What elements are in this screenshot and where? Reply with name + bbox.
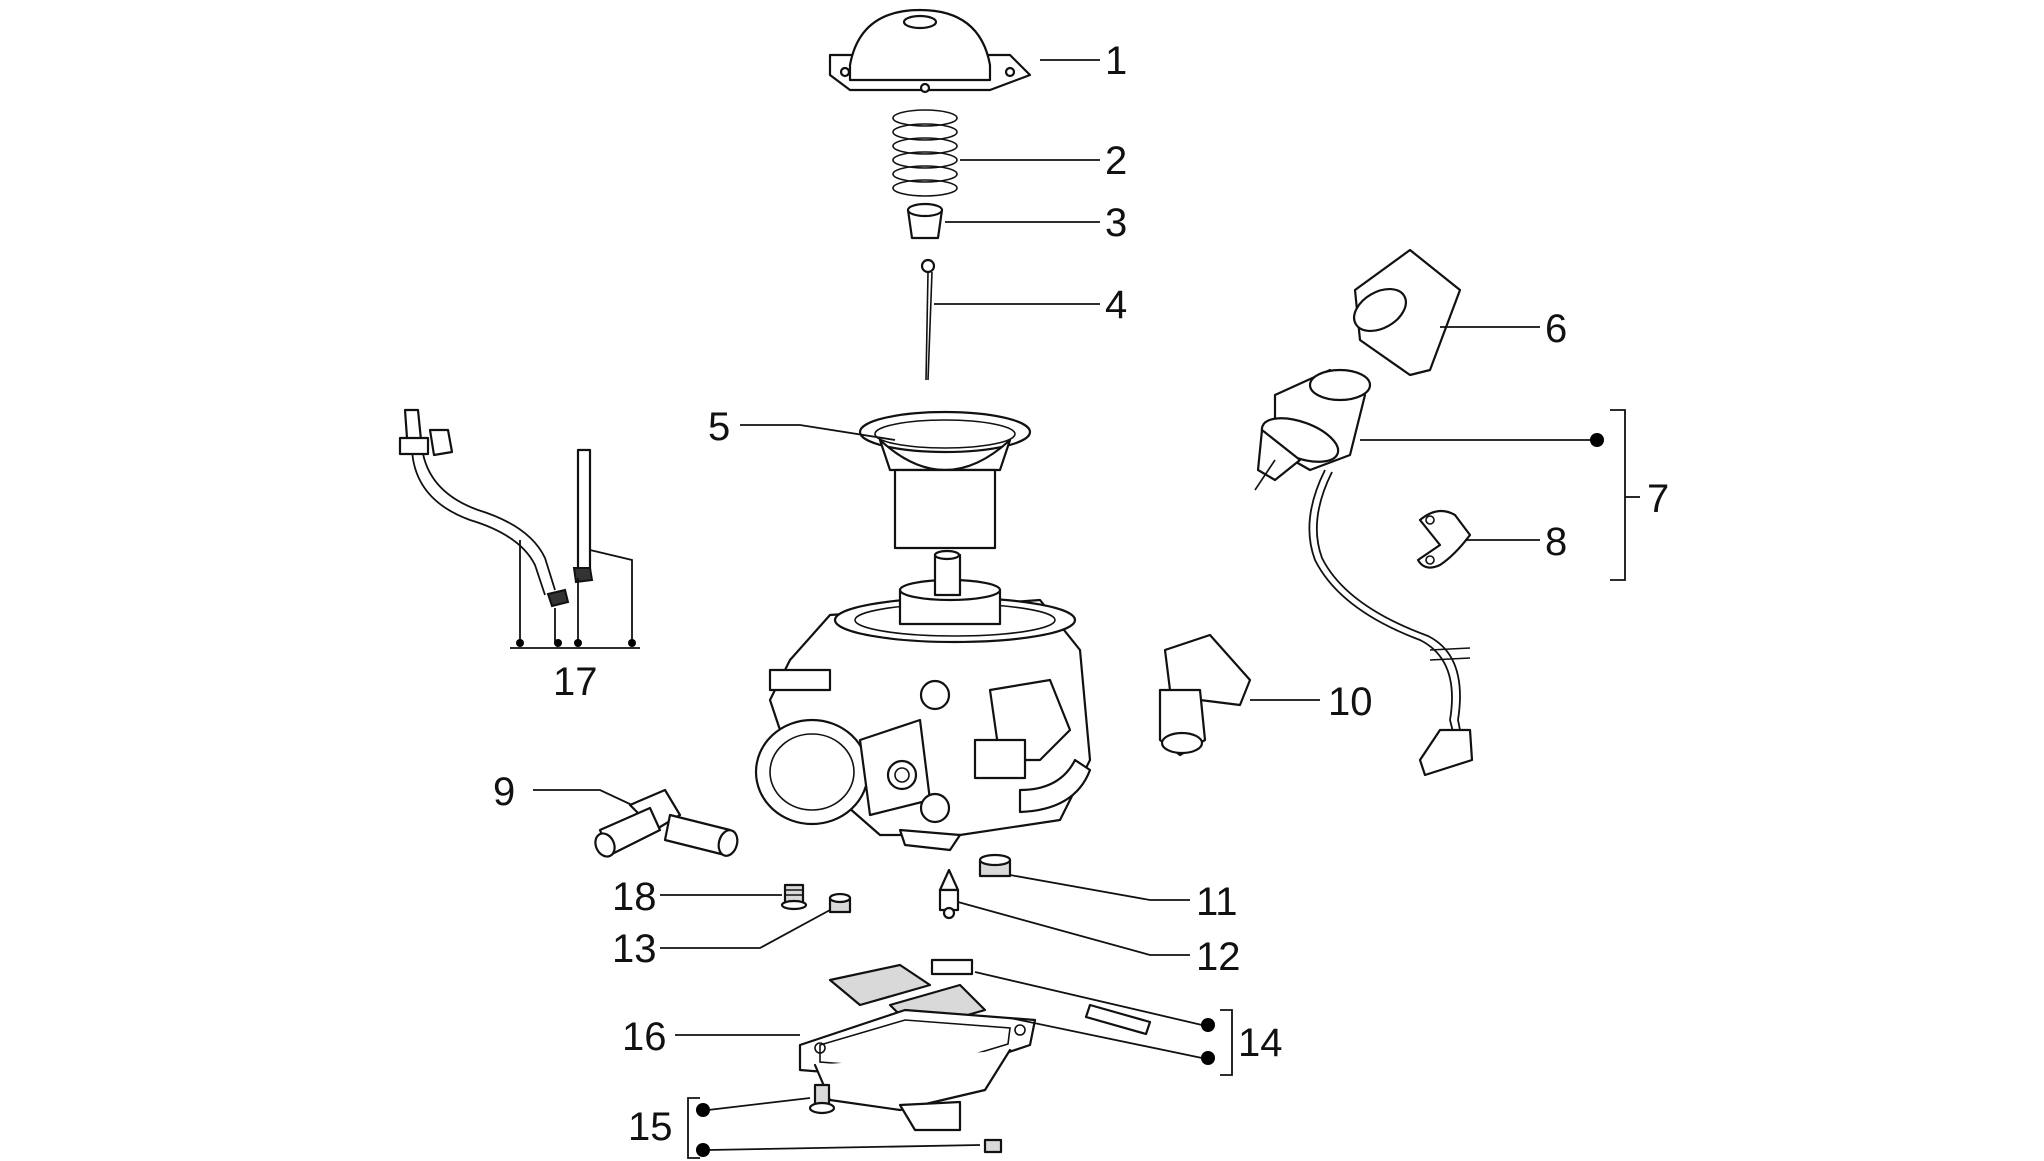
callout-2: 2 xyxy=(1105,139,1127,183)
callout-18: 18 xyxy=(612,875,657,919)
part-12-float-needle xyxy=(938,868,960,920)
callout-6: 6 xyxy=(1545,307,1567,351)
callout-labels: 1 2 3 4 5 6 7 8 9 10 11 12 13 14 15 16 1… xyxy=(493,39,1669,1149)
part-18-screw xyxy=(780,883,808,911)
callout-9: 9 xyxy=(493,770,515,814)
callout-15: 15 xyxy=(628,1105,673,1149)
part-17-hoses xyxy=(398,408,594,608)
part-15-screws xyxy=(808,1083,1003,1154)
callout-11: 11 xyxy=(1196,880,1238,924)
callout-3: 3 xyxy=(1105,201,1127,245)
callout-17: 17 xyxy=(553,660,598,704)
callout-5: 5 xyxy=(708,405,730,449)
callout-1: 1 xyxy=(1105,39,1127,83)
callout-13: 13 xyxy=(612,927,657,971)
part-5-diaphragm-slide xyxy=(858,410,1032,550)
part-3-retainer xyxy=(906,202,944,240)
callout-10: 10 xyxy=(1328,680,1373,724)
leader-lines xyxy=(510,59,1640,1159)
part-11-jet xyxy=(978,853,1012,878)
part-2-spring xyxy=(892,109,958,197)
part-8-clip xyxy=(1416,509,1472,569)
callout-12: 12 xyxy=(1196,935,1241,979)
carburetor-body xyxy=(754,549,1092,852)
callout-16: 16 xyxy=(622,1015,667,1059)
part-6-cap-sleeve xyxy=(1353,248,1462,377)
part-4-needle xyxy=(920,258,936,381)
part-7-starter-assembly xyxy=(1254,368,1474,777)
callout-7: 7 xyxy=(1647,477,1669,521)
part-13-plug xyxy=(828,892,852,914)
part-10-starter-housing xyxy=(1158,633,1252,757)
callout-4: 4 xyxy=(1105,283,1127,327)
part-1-diaphragm-cover xyxy=(828,8,1032,94)
callout-14: 14 xyxy=(1238,1021,1283,1065)
part-14-float xyxy=(828,958,1152,1036)
callout-8: 8 xyxy=(1545,520,1567,564)
part-16-float-bowl xyxy=(798,1008,1037,1132)
part-9-t-connector xyxy=(594,788,739,858)
